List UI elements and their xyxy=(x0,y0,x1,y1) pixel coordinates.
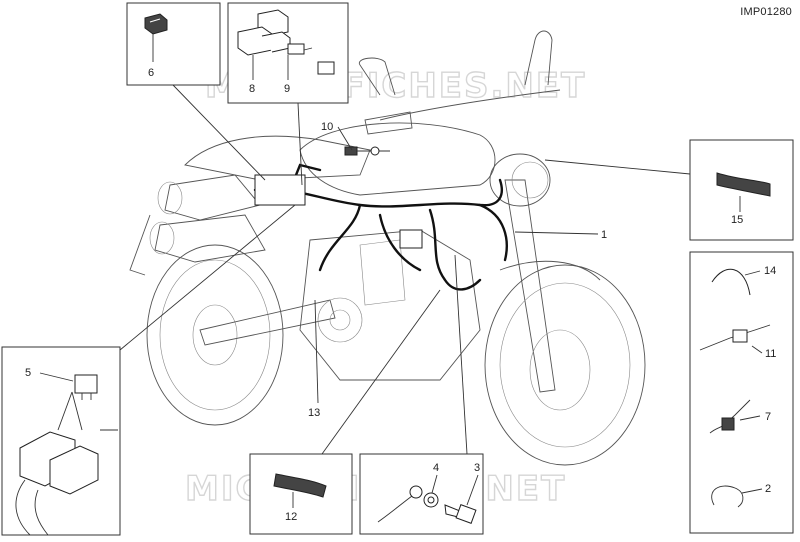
part-6-fuse-holder xyxy=(144,13,168,35)
label-part-5: 5 xyxy=(25,367,31,379)
wiring-harness xyxy=(253,163,508,291)
exhaust-lower xyxy=(154,214,266,263)
part-9-connector xyxy=(287,43,335,75)
part-7-clamp xyxy=(709,399,751,434)
part-11-tie xyxy=(699,324,771,351)
part-10-sensor xyxy=(344,146,390,156)
headlight xyxy=(489,153,551,207)
label-part-9: 9 xyxy=(284,83,290,95)
leader-lines xyxy=(119,84,691,455)
fuse-box-assembly xyxy=(15,429,118,536)
part-8-relay xyxy=(237,9,291,56)
front-wheel xyxy=(484,264,646,466)
relay-bracket xyxy=(254,174,306,206)
motorcycle-outline xyxy=(129,30,646,466)
part-4-washer xyxy=(423,492,439,508)
part-5-fuse xyxy=(74,374,98,400)
part-14-cable-clip xyxy=(711,268,751,296)
label-part-3: 3 xyxy=(474,462,480,474)
label-part-7: 7 xyxy=(765,411,771,423)
part-12-sleeve xyxy=(273,473,327,498)
ground-cable xyxy=(377,485,423,523)
part-15-sleeve xyxy=(716,172,771,197)
label-part-1: 1 xyxy=(601,229,607,241)
callout-box-part-12 xyxy=(249,453,353,535)
rear-wheel xyxy=(146,244,284,426)
callout-box-parts-14-11-7-2 xyxy=(689,251,794,534)
engine xyxy=(299,229,481,381)
label-part-12: 12 xyxy=(285,511,297,523)
label-part-13: 13 xyxy=(308,407,320,419)
label-part-10: 10 xyxy=(321,121,333,133)
callout-box-part-6 xyxy=(126,2,221,86)
label-part-14: 14 xyxy=(764,265,776,277)
mirror-right xyxy=(524,30,553,86)
label-part-11: 11 xyxy=(765,348,776,360)
fuel-tank xyxy=(299,122,496,196)
label-part-8: 8 xyxy=(249,83,255,95)
diagram-code: IMP01280 xyxy=(740,6,792,18)
exhaust-upper xyxy=(164,174,261,221)
handlebar xyxy=(379,89,561,121)
label-part-6: 6 xyxy=(148,67,154,79)
part-2-p-clip xyxy=(711,485,744,508)
label-part-2: 2 xyxy=(765,483,771,495)
label-part-15: 15 xyxy=(731,214,743,226)
part-3-bolt xyxy=(444,504,477,524)
front-fork xyxy=(504,179,556,393)
seat xyxy=(184,135,371,181)
label-part-4: 4 xyxy=(433,462,439,474)
mirror-left xyxy=(358,57,396,96)
swing-arm xyxy=(199,299,336,346)
